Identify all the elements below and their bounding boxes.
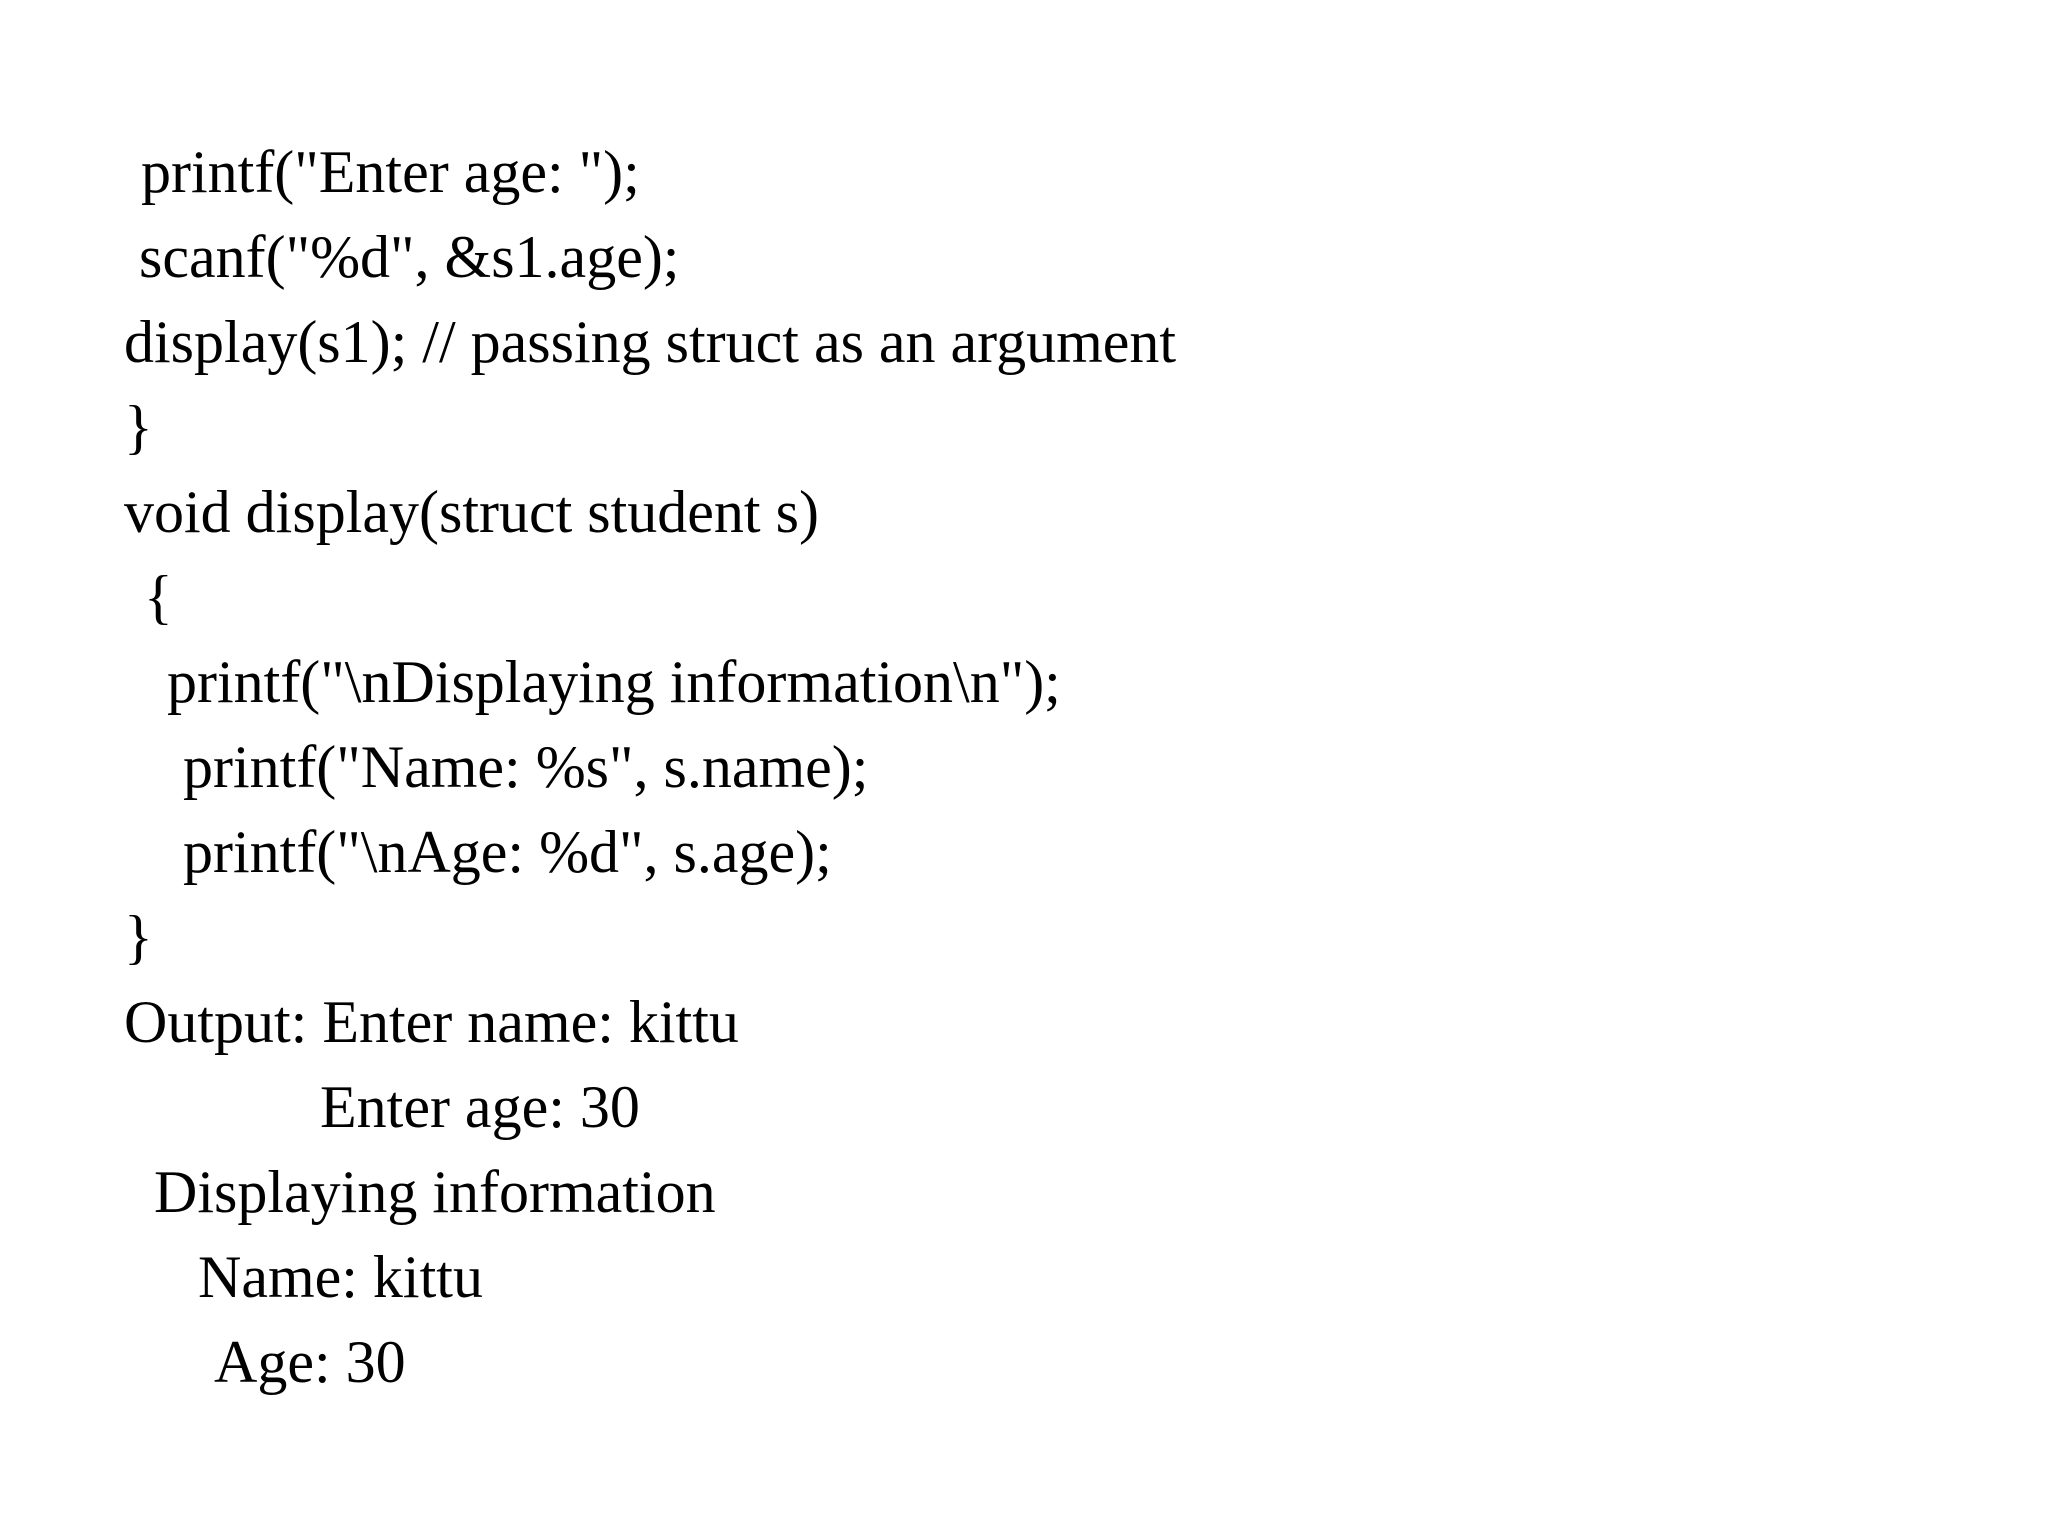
- code-line: scanf("%d", &s1.age);: [139, 224, 680, 290]
- code-line: }: [124, 394, 153, 460]
- output-line: Enter age: 30: [320, 1074, 640, 1140]
- code-line: display(s1); // passing struct as an arg…: [124, 309, 1177, 375]
- code-line: printf("\nAge: %d", s.age);: [183, 819, 832, 885]
- code-line: printf("\nDisplaying information\n");: [167, 649, 1061, 715]
- output-line: Output: Enter name: kittu: [124, 989, 739, 1055]
- code-line: printf("Enter age: ");: [141, 139, 640, 205]
- output-line: Age: 30: [214, 1329, 406, 1395]
- code-line: {: [144, 564, 173, 630]
- code-line: }: [124, 904, 153, 970]
- code-line: void display(struct student s): [124, 479, 819, 545]
- code-line: printf("Name: %s", s.name);: [183, 734, 869, 800]
- output-line: Displaying information: [154, 1159, 716, 1225]
- output-line: Name: kittu: [198, 1244, 483, 1310]
